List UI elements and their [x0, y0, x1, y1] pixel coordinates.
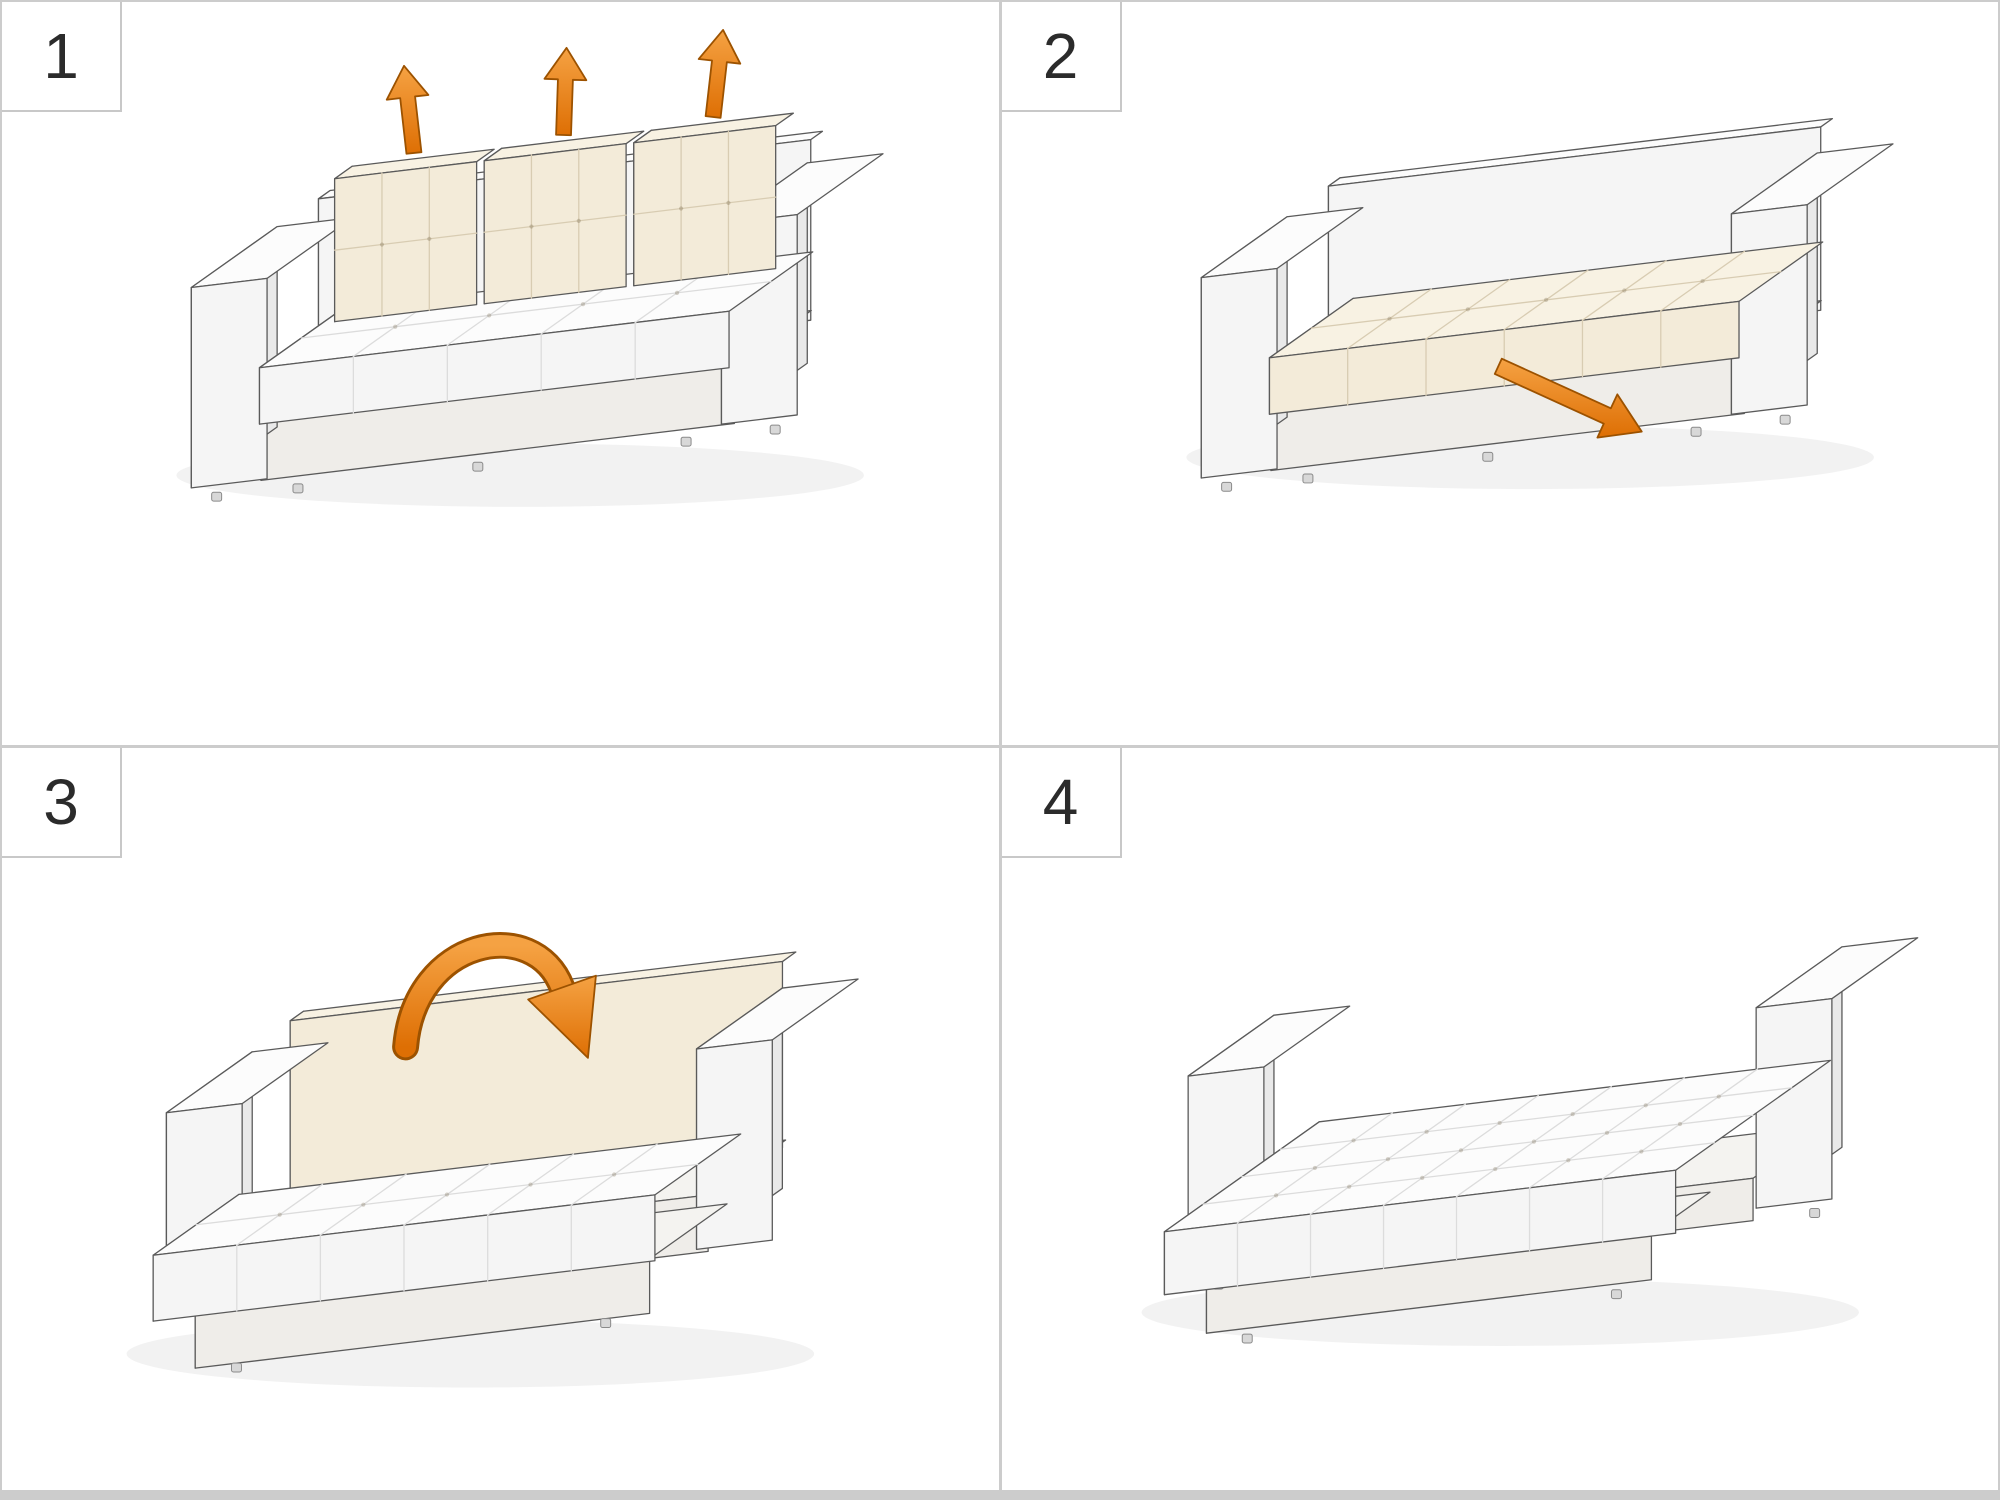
step-panel-4: 4	[1001, 747, 1998, 1490]
sofa-cushions-removed	[1200, 117, 1894, 492]
illustration-step-3	[126, 931, 859, 1388]
step-number-1: 1	[43, 20, 79, 92]
sofa-bed-flat	[1163, 936, 1918, 1343]
step-number-4: 4	[1042, 765, 1079, 838]
illustration-step-1	[176, 29, 884, 507]
sofa-seat-pulled-out	[152, 950, 859, 1372]
pull-seat-arrow-icon	[1493, 357, 1643, 439]
step-panel-2: 2	[1001, 2, 1998, 745]
step-badge-2: 2	[1001, 2, 1122, 112]
illustration-step-2	[1185, 117, 1894, 492]
step-number-2: 2	[1042, 20, 1079, 92]
sofa-with-back-cushions	[190, 112, 884, 502]
step-badge-1: 1	[2, 2, 122, 112]
step-number-3: 3	[43, 765, 79, 838]
lift-up-arrows-icon	[385, 29, 742, 155]
step-panel-1: 1	[2, 2, 999, 745]
illustration-step-4	[1141, 936, 1918, 1346]
step-badge-4: 4	[1001, 747, 1122, 858]
step-badge-3: 3	[2, 747, 122, 858]
step-panel-3: 3	[2, 747, 999, 1490]
fold-backrest-arrow-icon	[392, 931, 597, 1060]
